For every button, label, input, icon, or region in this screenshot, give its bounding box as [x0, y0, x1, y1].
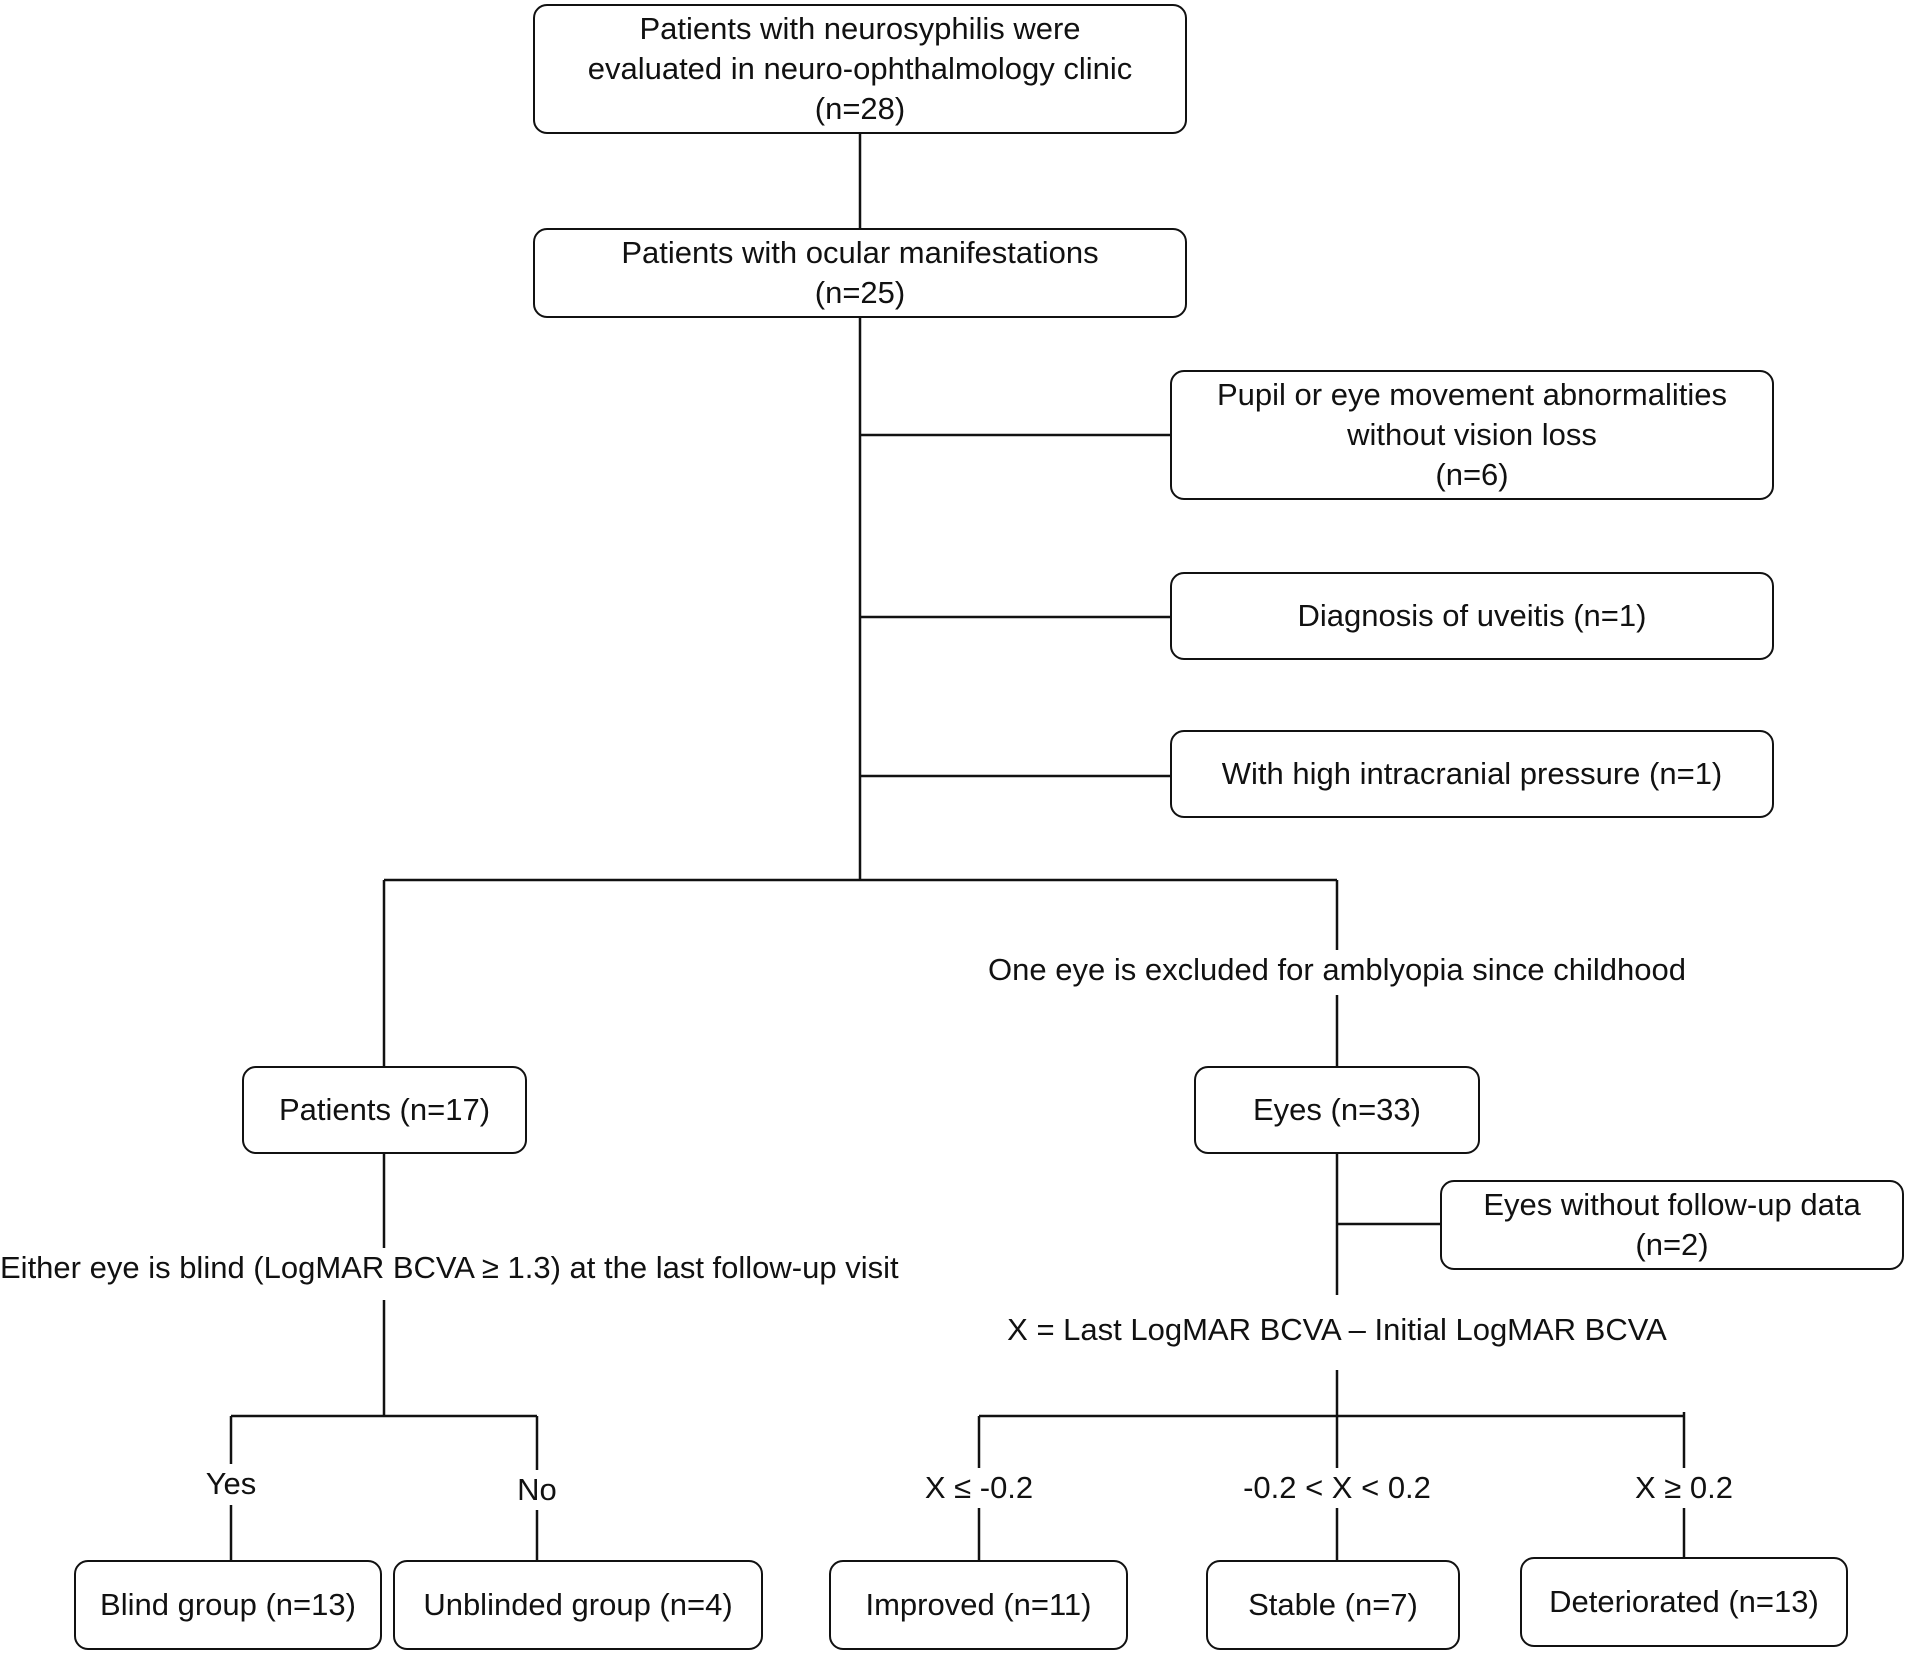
node-unblinded-text: Unblinded group (n=4): [423, 1587, 733, 1622]
node-pupil: Pupil or eye movement abnormalities with…: [1170, 370, 1774, 500]
node-pupil-line1: Pupil or eye movement abnormalities: [1216, 377, 1728, 412]
node-pupil-line3: (n=6): [1435, 457, 1509, 492]
label-amblyopia: One eye is excluded for amblyopia since …: [937, 950, 1737, 990]
node-patients-text: Patients (n=17): [278, 1092, 491, 1127]
node-stable-text: Stable (n=7): [1248, 1587, 1418, 1622]
node-start-line1: Patients with neurosyphilis were: [639, 11, 1081, 46]
node-blind-text: Blind group (n=13): [100, 1587, 356, 1622]
node-uveitis-text: Diagnosis of uveitis (n=1): [1297, 598, 1647, 633]
node-improved-text: Improved (n=11): [865, 1587, 1092, 1622]
node-nofollow-line2: (n=2): [1635, 1227, 1709, 1262]
node-ocular: Patients with ocular manifestations (n=2…: [533, 228, 1187, 318]
node-uveitis: Diagnosis of uveitis (n=1): [1170, 572, 1774, 660]
node-nofollow-line1: Eyes without follow-up data: [1483, 1187, 1861, 1222]
node-icp-text: With high intracranial pressure (n=1): [1221, 756, 1723, 791]
node-nofollow: Eyes without follow-up data (n=2): [1440, 1180, 1904, 1270]
node-start-line3: (n=28): [814, 91, 906, 126]
node-improved: Improved (n=11): [829, 1560, 1128, 1650]
node-unblinded: Unblinded group (n=4): [393, 1560, 763, 1650]
node-deteriorated: Deteriorated (n=13): [1520, 1557, 1848, 1647]
node-deteriorated-text: Deteriorated (n=13): [1549, 1584, 1819, 1619]
label-x-deteriorated: X ≥ 0.2: [1594, 1468, 1774, 1508]
node-start-line2: evaluated in neuro-ophthalmology clinic: [587, 51, 1133, 86]
node-start: Patients with neurosyphilis were evaluat…: [533, 4, 1187, 134]
node-icp: With high intracranial pressure (n=1): [1170, 730, 1774, 818]
label-x-definition: X = Last LogMAR BCVA – Initial LogMAR BC…: [937, 1310, 1737, 1350]
label-x-improved: X ≤ -0.2: [879, 1468, 1079, 1508]
node-ocular-line2: (n=25): [814, 275, 906, 310]
label-x-stable: -0.2 < X < 0.2: [1207, 1468, 1467, 1508]
node-stable: Stable (n=7): [1206, 1560, 1460, 1650]
node-patients: Patients (n=17): [242, 1066, 527, 1154]
node-ocular-line1: Patients with ocular manifestations: [621, 235, 1099, 270]
label-yes: Yes: [181, 1464, 281, 1504]
node-blind: Blind group (n=13): [74, 1560, 382, 1650]
node-pupil-line2: without vision loss: [1347, 417, 1597, 452]
node-eyes: Eyes (n=33): [1194, 1066, 1480, 1154]
label-blind-criterion: Either eye is blind (LogMAR BCVA ≥ 1.3) …: [0, 1248, 980, 1288]
node-eyes-text: Eyes (n=33): [1252, 1092, 1421, 1127]
label-no: No: [487, 1470, 587, 1510]
